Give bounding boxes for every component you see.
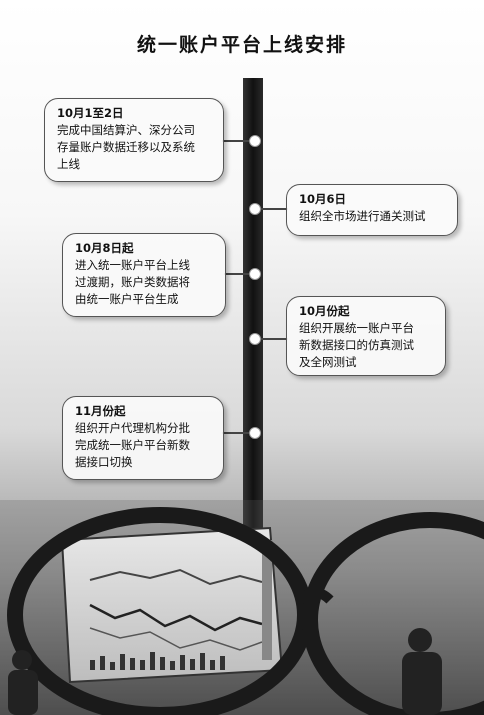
timeline-event-1: 10月1至2日 完成中国结算沪、深分公司 存量账户数据迁移以及系统 上线 <box>44 98 224 182</box>
event-date: 10月份起 <box>299 304 350 318</box>
event-date: 10月1至2日 <box>57 106 124 120</box>
timeline-dot-3 <box>249 268 261 280</box>
event-date: 10月6日 <box>299 192 347 206</box>
timeline-spine <box>243 78 263 530</box>
event-date: 11月份起 <box>75 404 126 418</box>
timeline-event-4: 10月份起 组织开展统一账户平台 新数据接口的仿真测试 及全网测试 <box>286 296 446 376</box>
infographic-title: 统一账户平台上线安排 <box>136 34 347 56</box>
event-text: 组织全市场进行通关测试 <box>299 209 426 223</box>
event-text: 完成中国结算沪、深分公司 存量账户数据迁移以及系统 上线 <box>57 123 195 171</box>
connector-4 <box>258 338 288 340</box>
timeline-event-5: 11月份起 组织开户代理机构分批 完成统一账户平台新数 据接口切换 <box>62 396 224 480</box>
timeline-dot-1 <box>249 135 261 147</box>
timeline-dot-2 <box>249 203 261 215</box>
connector-2 <box>258 208 288 210</box>
connector-1 <box>222 140 250 142</box>
event-text: 组织开展统一账户平台 新数据接口的仿真测试 及全网测试 <box>299 321 414 369</box>
connector-3 <box>224 273 250 275</box>
glasses-chart-illustration <box>0 500 484 715</box>
timeline-dot-5 <box>249 427 261 439</box>
timeline-event-2: 10月6日 组织全市场进行通关测试 <box>286 184 458 236</box>
event-date: 10月8日起 <box>75 241 134 255</box>
event-text: 进入统一账户平台上线 过渡期，账户类数据将 由统一账户平台生成 <box>75 258 190 306</box>
connector-5 <box>222 432 250 434</box>
event-text: 组织开户代理机构分批 完成统一账户平台新数 据接口切换 <box>75 421 190 469</box>
timeline-dot-4 <box>249 333 261 345</box>
timeline-event-3: 10月8日起 进入统一账户平台上线 过渡期，账户类数据将 由统一账户平台生成 <box>62 233 226 317</box>
